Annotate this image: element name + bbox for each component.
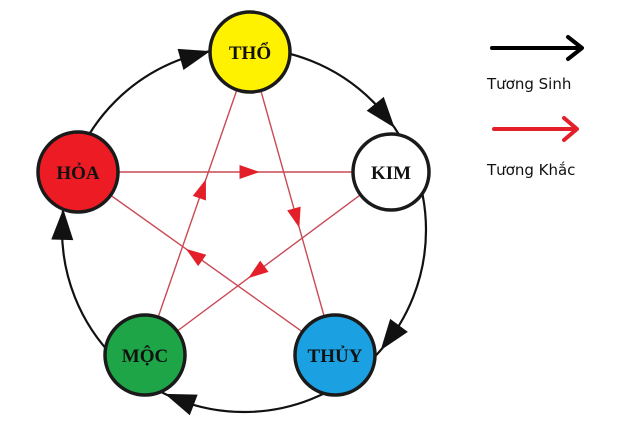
legend-generating-label: Tương Sinh (486, 75, 571, 93)
legend: Tương Sinh Tương Khắc (486, 35, 584, 179)
legend-generating-arrow-head (566, 35, 584, 61)
overcoming-line-kim-to-moc (144, 171, 392, 356)
overcoming-line-moc-to-tho (144, 51, 251, 356)
generating-arrow-kim-to-thuy (380, 318, 408, 351)
overcoming-arrow-thuy-to-hoa (185, 248, 207, 267)
legend-item-overcoming: Tương Khắc (486, 116, 579, 179)
overcoming-arrow-hoa-to-kim (239, 165, 260, 179)
legend-overcoming-arrow-head (562, 116, 579, 142)
element-label-tho: THỔ (229, 42, 271, 64)
generating-arrow-moc-to-hoa (51, 208, 74, 241)
overcoming-line-tho-to-thuy (249, 51, 336, 356)
element-node-tho: THỔ (208, 10, 292, 94)
generating-arrow-hoa-to-tho (177, 48, 211, 71)
element-circle-thuy (293, 313, 377, 397)
overcoming-star (77, 51, 392, 356)
element-node-thuy: THỦY (293, 313, 377, 397)
overcoming-arrow-moc-to-tho (192, 179, 206, 201)
element-label-hoa: HỎA (56, 162, 100, 184)
overcoming-line-thuy-to-hoa (77, 171, 336, 356)
element-node-hoa: HỎA (36, 130, 120, 214)
element-node-moc: MỘC (103, 313, 187, 397)
element-label-kim: KIM (371, 163, 411, 184)
legend-overcoming-label: Tương Khắc (486, 161, 575, 179)
generating-arrow-tho-to-kim (366, 96, 395, 128)
overcoming-arrow-kim-to-moc (248, 260, 269, 279)
generating-arrow-thuy-to-moc (164, 393, 198, 416)
element-label-thuy: THỦY (308, 345, 363, 367)
legend-item-generating: Tương Sinh (486, 35, 584, 93)
element-nodes: THỔ KIM THỦY MỘC HỎA (36, 10, 431, 397)
element-circle-tho (208, 10, 292, 94)
element-circle-moc (103, 313, 187, 397)
element-circle-kim (351, 132, 431, 212)
element-label-moc: MỘC (122, 345, 168, 367)
element-node-kim: KIM (351, 132, 431, 212)
element-circle-hoa (36, 130, 120, 214)
overcoming-arrow-tho-to-thuy (287, 206, 301, 228)
